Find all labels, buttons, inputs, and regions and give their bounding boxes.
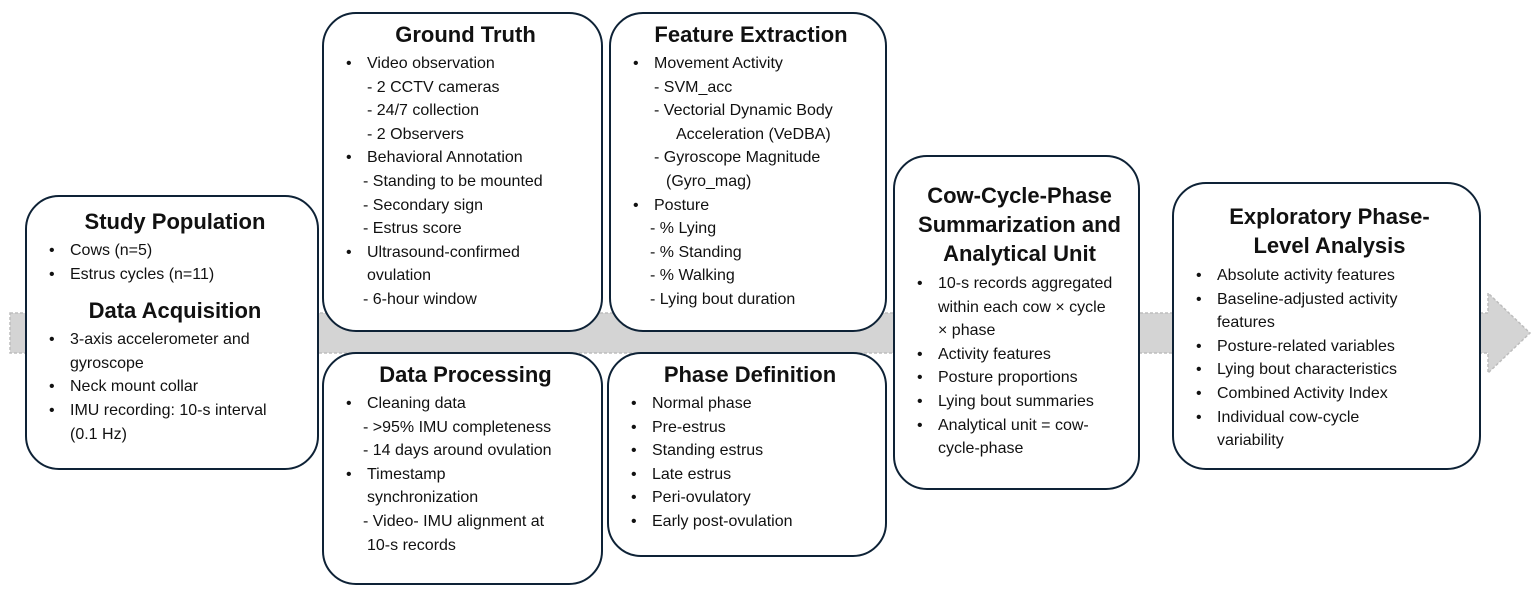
list-item: Posture proportions	[915, 366, 1124, 390]
list-item: 10-s records	[367, 536, 456, 554]
list-item: Posture-related variables	[1194, 335, 1465, 359]
list-item: - Standing to be mounted	[363, 172, 543, 190]
list-item: - 2 Observers	[367, 125, 464, 143]
list-item: - Lying bout duration	[650, 290, 796, 308]
study-population-box: Study Population Cows (n=5) Estrus cycle…	[25, 195, 319, 470]
list-item: 3-axis accelerometer and	[47, 328, 303, 352]
list-item: - Vectorial Dynamic Body	[654, 102, 833, 120]
list-item: - % Standing	[650, 243, 742, 261]
feature-extraction-title: Feature Extraction	[654, 22, 848, 47]
list-item: Late estrus	[629, 463, 871, 487]
list-item: Posture	[631, 194, 871, 218]
list-item: - 6-hour window	[363, 290, 477, 308]
list-item: - 2 CCTV cameras	[367, 78, 500, 96]
list-item: variability	[1217, 432, 1284, 450]
list-item: Estrus cycles (n=11)	[47, 263, 303, 287]
data-processing-title: Data Processing	[379, 362, 552, 387]
list-item: - Video- IMU alignment at	[363, 512, 545, 530]
list-item: Neck mount collar	[47, 375, 303, 399]
list-item: - SVM_acc	[654, 78, 733, 96]
list-item: Analytical unit = cow-	[915, 414, 1124, 438]
list-item: IMU recording: 10-s interval	[47, 399, 303, 423]
list-item: Pre-estrus	[629, 416, 871, 440]
data-processing-box: Data Processing Cleaning data - >95% IMU…	[322, 352, 603, 585]
ground-truth-title: Ground Truth	[395, 22, 536, 47]
list-item: within each cow × cycle	[938, 298, 1106, 316]
list-item: - % Walking	[650, 267, 735, 285]
exploratory-analysis-title: Exploratory Phase- Level Analysis	[1194, 202, 1465, 260]
list-item: - >95% IMU completeness	[363, 418, 552, 436]
list-item: Behavioral Annotation	[344, 146, 587, 170]
list-item: 10-s records aggregated	[915, 272, 1124, 296]
list-item: Baseline-adjusted activity	[1194, 288, 1465, 312]
list-item: Combined Activity Index	[1194, 382, 1465, 406]
list-item: synchronization	[367, 489, 479, 507]
exploratory-title-line: Level Analysis	[1253, 233, 1406, 258]
list-item: Cows (n=5)	[47, 239, 303, 263]
summarization-box: Cow-Cycle-Phase Summarization and Analyt…	[893, 155, 1140, 490]
list-item: Movement Activity	[631, 52, 871, 76]
list-item: Individual cow-cycle	[1194, 406, 1465, 430]
list-item: (0.1 Hz)	[70, 425, 127, 443]
summarization-title-line: Cow-Cycle-Phase	[927, 183, 1112, 208]
list-item: - Secondary sign	[363, 196, 484, 214]
list-item: features	[1217, 314, 1275, 332]
list-item: - Gyroscope Magnitude	[654, 149, 821, 167]
list-item: - 24/7 collection	[367, 102, 480, 120]
phase-definition-box: Phase Definition Normal phase Pre-estrus…	[607, 352, 887, 557]
exploratory-analysis-box: Exploratory Phase- Level Analysis Absolu…	[1172, 182, 1481, 470]
list-item: gyroscope	[70, 354, 144, 372]
summarization-title: Cow-Cycle-Phase Summarization and Analyt…	[915, 181, 1124, 268]
feature-extraction-box: Feature Extraction Movement Activity - S…	[609, 12, 887, 332]
ground-truth-box: Ground Truth Video observation - 2 CCTV …	[322, 12, 603, 332]
list-item: Standing estrus	[629, 439, 871, 463]
list-item: Normal phase	[629, 392, 871, 416]
list-item: Cleaning data	[344, 392, 587, 416]
summarization-title-line: Analytical Unit	[943, 241, 1096, 266]
exploratory-title-line: Exploratory Phase-	[1229, 204, 1430, 229]
list-item: Absolute activity features	[1194, 264, 1465, 288]
list-item: Ultrasound-confirmed	[344, 241, 587, 265]
list-item: - 14 days around ovulation	[363, 442, 552, 460]
list-item: - Estrus score	[363, 220, 462, 238]
list-item: - % Lying	[650, 220, 717, 238]
list-item: Timestamp	[344, 463, 587, 487]
list-item: Activity features	[915, 343, 1124, 367]
data-acquisition-title: Data Acquisition	[88, 298, 262, 324]
summarization-title-line: Summarization and	[918, 212, 1121, 237]
list-item: ovulation	[367, 267, 432, 285]
study-population-title: Study Population	[84, 209, 266, 234]
list-item: Lying bout summaries	[915, 390, 1124, 414]
list-item: Peri-ovulatory	[629, 486, 871, 510]
list-item: Early post-ovulation	[629, 510, 871, 534]
list-item: Acceleration (VeDBA)	[676, 125, 831, 143]
phase-definition-title: Phase Definition	[663, 362, 837, 387]
list-item: Video observation	[344, 52, 587, 76]
list-item: (Gyro_mag)	[666, 172, 752, 190]
list-item: cycle-phase	[938, 440, 1024, 458]
list-item: × phase	[938, 322, 996, 340]
list-item: Lying bout characteristics	[1194, 358, 1465, 382]
